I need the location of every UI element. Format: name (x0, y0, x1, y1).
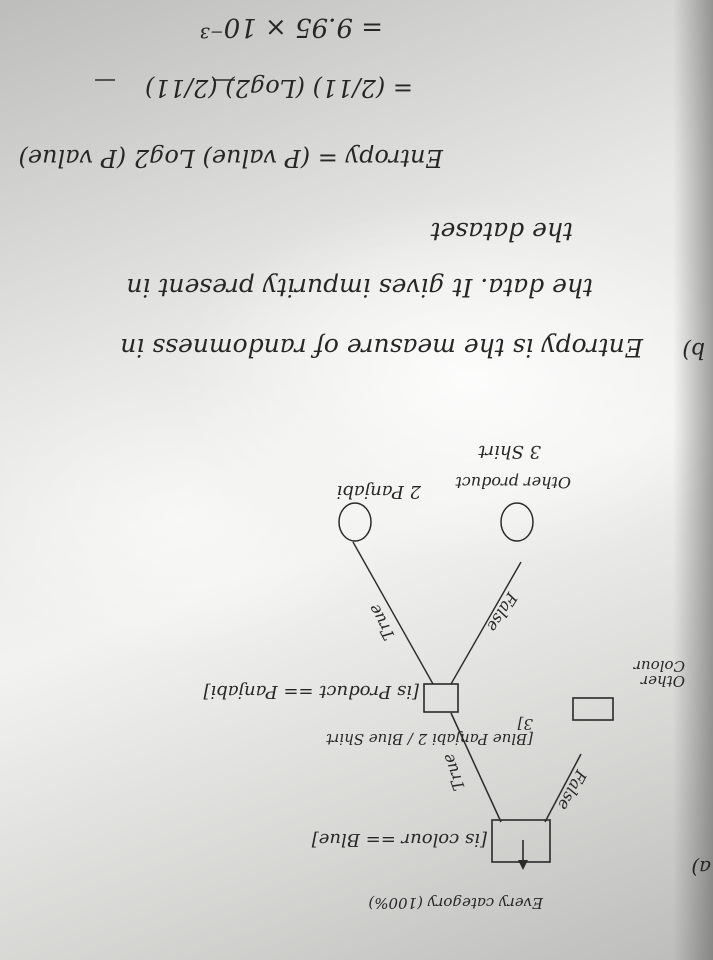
node2-condition: [is Product == Panjabi] (203, 681, 419, 702)
second-node-box (423, 683, 459, 713)
leaf-right-label-1: Other product (455, 473, 571, 492)
leaf-right (338, 502, 372, 542)
leaf-left-label: 2 Panjabi (336, 481, 421, 502)
definition-line-2: the data. It gives impurity present in (126, 273, 593, 302)
node2-false-edge (450, 561, 522, 685)
root-false-edge (544, 753, 582, 823)
leaf-right-label-2: 3 Shirt (478, 441, 541, 462)
definition-line-1: Entropy is the measure of randomness in (120, 333, 643, 362)
part-a-label: a) (691, 856, 711, 880)
node2-true-edge (352, 541, 434, 685)
entropy-formula: Entropy = (P value) Log2 (P value) (18, 144, 443, 172)
root-true-edge (450, 712, 502, 823)
page-shadow (673, 0, 713, 960)
root-condition: [is colour == Blue] (311, 829, 487, 850)
definition-line-3: the dataset (430, 217, 573, 246)
left-counts: [Blue Panjabi 2 / Blue Shirt 3] (326, 715, 533, 748)
other-colour-box (572, 697, 614, 721)
leaf-left (500, 502, 534, 542)
entropy-result: = 9.95 × 10⁻³ (199, 12, 384, 42)
root-node-box (491, 819, 551, 863)
entropy-calc: = (2/11) (Log2) (2/11) (145, 74, 413, 102)
root-note: Every category (100%) (368, 894, 543, 912)
part-b-label: b) (682, 337, 705, 362)
right-counts: Other Colour (633, 657, 685, 690)
